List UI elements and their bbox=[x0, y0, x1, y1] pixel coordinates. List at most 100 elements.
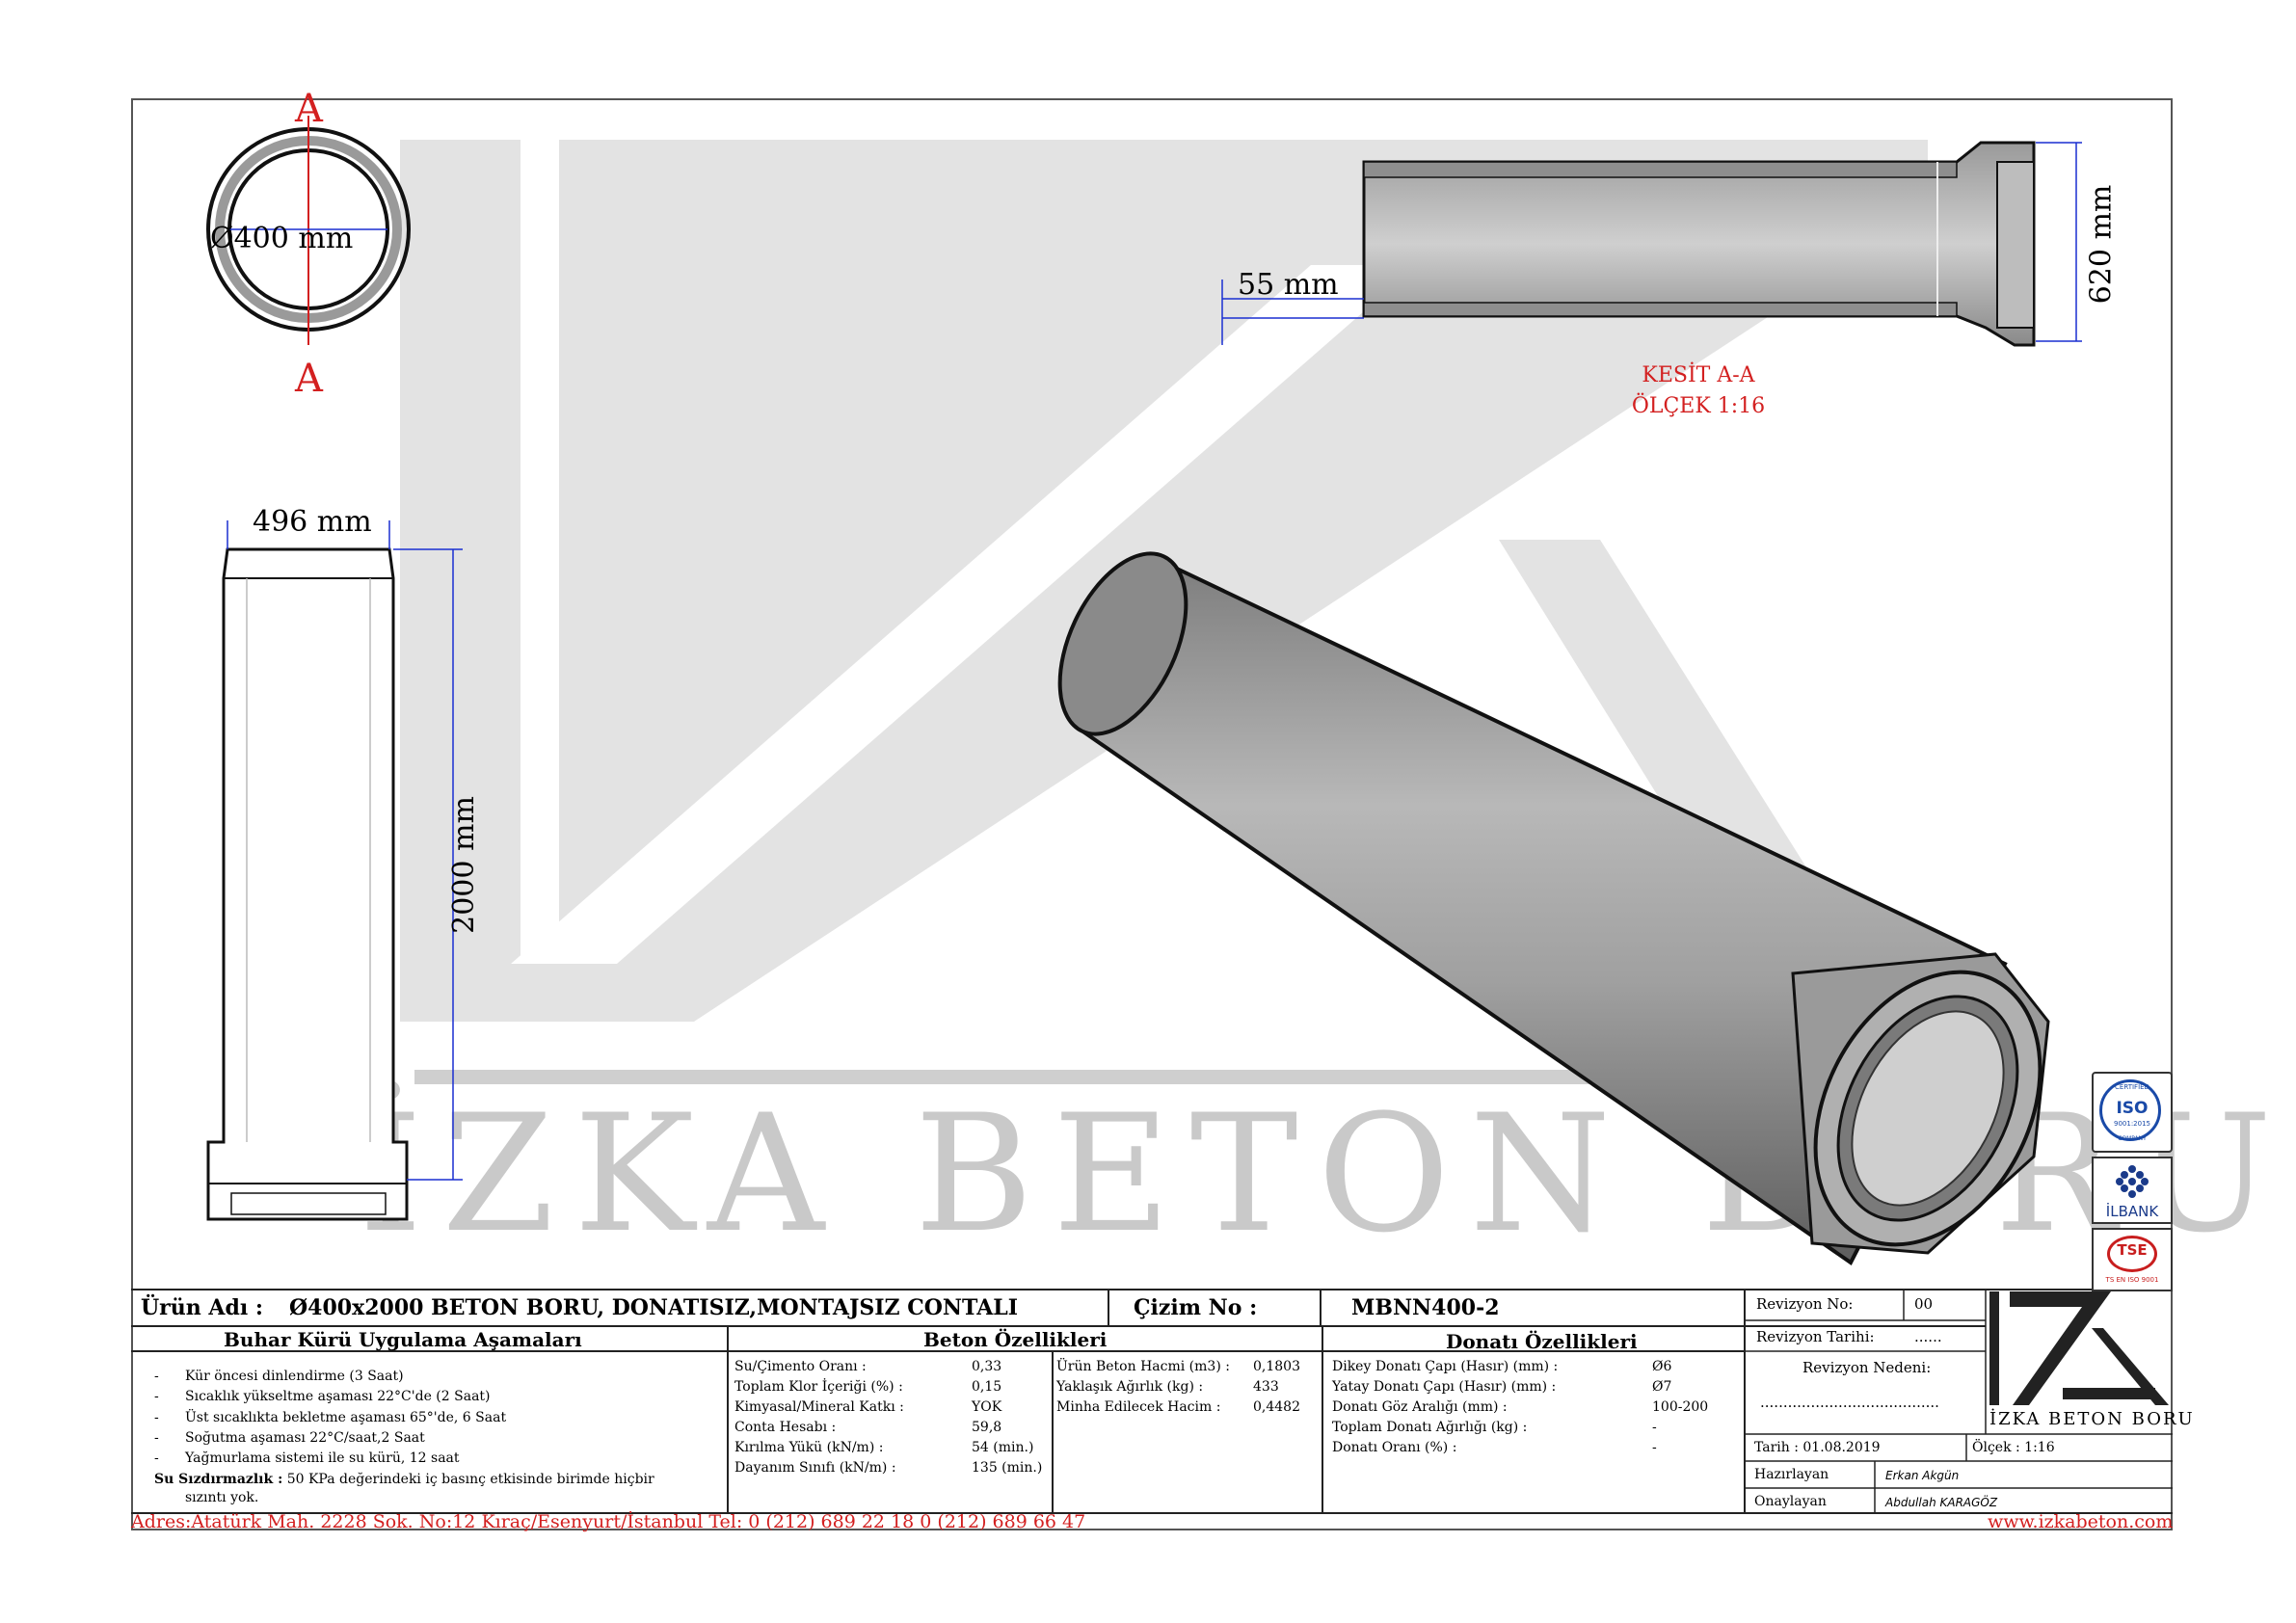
drawing-no: MBNN400-2 bbox=[1351, 1295, 1500, 1320]
list-item: -Kür öncesi dinlendirme (3 Saat) bbox=[154, 1369, 404, 1384]
prop-value: 433 bbox=[1253, 1379, 1279, 1395]
elevation-view bbox=[206, 520, 463, 1221]
bullet: - bbox=[154, 1410, 159, 1425]
scale: Ölçek : 1:16 bbox=[1972, 1440, 2055, 1455]
revision-no: 00 bbox=[1914, 1295, 1934, 1313]
prop-label: Dayanım Sınıfı (kN/m) : bbox=[734, 1460, 896, 1476]
list-item: - Yağmurlama sistemi ile su kürü, 12 saat bbox=[154, 1450, 460, 1466]
prop-label: Kimyasal/Mineral Katkı : bbox=[734, 1399, 904, 1415]
prop-value: 0,1803 bbox=[1253, 1359, 1300, 1374]
section-view bbox=[1221, 141, 2082, 347]
end-view-circle bbox=[206, 116, 411, 345]
ilbank-logo: İLBANK bbox=[2092, 1157, 2173, 1224]
prop-value: YOK bbox=[972, 1399, 1002, 1415]
list-item: Kırılma Yükü (kN/m) :54 (min.) bbox=[734, 1440, 1033, 1455]
height-dimension: 620 mm bbox=[2084, 184, 2119, 305]
logo-company-name: İZKA BETON BORU bbox=[1989, 1409, 2195, 1429]
leak-test: Su Sızdırmazlık : 50 KPa değerindeki iç … bbox=[154, 1472, 654, 1487]
revision-reason-label: Revizyon Nedeni: bbox=[1802, 1359, 1932, 1376]
section-mark-top: A bbox=[295, 87, 323, 131]
tse-text: TSE bbox=[2117, 1241, 2148, 1259]
prop-label: Donatı Oranı (%) : bbox=[1332, 1440, 1457, 1455]
revision-date: ...... bbox=[1914, 1328, 1942, 1345]
section-scale-text: ÖLÇEK 1:16 bbox=[1631, 394, 1766, 418]
prop-label: Yatay Donatı Çapı (Hasır) (mm) : bbox=[1332, 1379, 1557, 1395]
ilbank-icon bbox=[2115, 1164, 2149, 1199]
tse-logo: TSE TS EN ISO 9001 bbox=[2092, 1228, 2173, 1291]
leak-text-cont: sızıntı yok. bbox=[185, 1490, 259, 1505]
revision-no-label: Revizyon No: bbox=[1756, 1295, 1854, 1313]
title-block-grid bbox=[131, 1289, 2173, 1514]
steam-cure-header: Buhar Kürü Uygulama Aşamaları bbox=[224, 1328, 582, 1351]
list-item: Dayanım Sınıfı (kN/m) : 135 (min.) bbox=[734, 1460, 1042, 1476]
section-title-text: KESİT A-A bbox=[1642, 363, 1755, 387]
prop-label: Kırılma Yükü (kN/m) : bbox=[734, 1440, 884, 1455]
prop-value: 0,33 bbox=[972, 1359, 1002, 1374]
bullet: - bbox=[154, 1450, 159, 1466]
prop-value: 0,4482 bbox=[1253, 1399, 1300, 1415]
prop-label: Ürün Beton Hacmi (m3) : bbox=[1056, 1359, 1230, 1374]
prop-label: Conta Hesabı : bbox=[734, 1420, 837, 1435]
prop-value: - bbox=[1652, 1440, 1657, 1455]
stage-text: Yağmurlama sistemi ile su kürü, 12 saat bbox=[185, 1450, 460, 1466]
footer-address: Adres:Atatürk Mah. 2228 Sok. No:12 Kıraç… bbox=[131, 1511, 1086, 1532]
prop-value: 135 (min.) bbox=[972, 1460, 1043, 1476]
prepared-label: Hazırlayan bbox=[1754, 1467, 1829, 1482]
iso-ring bbox=[2099, 1079, 2161, 1141]
prop-value: 59,8 bbox=[972, 1420, 1002, 1435]
list-item: Ürün Beton Hacmi (m3) : 0,1803 bbox=[1056, 1359, 1300, 1374]
bullet: - bbox=[154, 1430, 159, 1446]
concrete-header: Beton Özellikleri bbox=[923, 1328, 1108, 1351]
list-item: -Üst sıcaklıkta bekletme aşaması 65°'de,… bbox=[154, 1410, 506, 1425]
prop-label: Su/Çimento Oranı : bbox=[734, 1359, 867, 1374]
leak-text: 50 KPa değerindeki iç basınç etkisinde b… bbox=[286, 1472, 654, 1487]
tse-sub-text: TS EN ISO 9001 bbox=[2105, 1276, 2159, 1284]
list-item: Minha Edilecek Hacim : 0,4482 bbox=[1056, 1399, 1300, 1415]
approved-by: Abdullah KARAGÖZ bbox=[1885, 1496, 1998, 1509]
stage-text: Soğutma aşaması 22°C/saat,2 Saat bbox=[185, 1430, 425, 1446]
iso-bottom-text: COMPANY bbox=[2118, 1135, 2147, 1142]
iso-top-text: CERTIFIED bbox=[2115, 1083, 2149, 1091]
length-dimension: 2000 mm bbox=[446, 796, 481, 934]
footer-website[interactable]: www.izkabeton.com bbox=[1988, 1511, 2174, 1532]
section-mark-bottom: A bbox=[295, 357, 323, 401]
iso-cert-logo: CERTIFIED ISO 9001:2015 COMPANY bbox=[2092, 1072, 2173, 1153]
prop-label: Donatı Göz Aralığı (mm) : bbox=[1332, 1399, 1508, 1415]
approved-label: Onaylayan bbox=[1754, 1494, 1827, 1509]
prop-value: 0,15 bbox=[972, 1379, 1002, 1395]
prop-label: Dikey Donatı Çapı (Hasır) (mm) : bbox=[1332, 1359, 1559, 1374]
drawing-no-label: Çizim No : bbox=[1134, 1295, 1258, 1320]
prop-label: Toplam Klor İçeriği (%) : bbox=[734, 1379, 903, 1395]
drawing-frame bbox=[131, 98, 2173, 1530]
ilbank-text: İLBANK bbox=[2105, 1203, 2159, 1220]
prop-label: Yaklaşık Ağırlık (kg) : bbox=[1056, 1379, 1204, 1395]
list-item: Kimyasal/Mineral Katkı : YOK bbox=[734, 1399, 1001, 1415]
prop-value: - bbox=[1652, 1420, 1657, 1435]
izka-logo-mark bbox=[1989, 1291, 2169, 1405]
diameter-dimension: Ø400 mm bbox=[210, 222, 354, 255]
section-title: KESİT A-A ÖLÇEK 1:16 bbox=[1573, 360, 1824, 422]
prepared-by: Erkan Akgün bbox=[1885, 1469, 1960, 1482]
product-label: Ürün Adı : bbox=[141, 1295, 264, 1320]
list-item: Toplam Donatı Ağırlığı (kg) : - bbox=[1332, 1420, 1657, 1435]
list-item: -Sıcaklık yükseltme aşaması 22°C'de (2 S… bbox=[154, 1389, 491, 1404]
list-item: Donatı Göz Aralığı (mm) : 100-200 bbox=[1332, 1399, 1708, 1415]
date: Tarih : 01.08.2019 bbox=[1754, 1440, 1881, 1455]
list-item: Yaklaşık Ağırlık (kg) : 433 bbox=[1056, 1379, 1279, 1395]
list-item: Donatı Oranı (%) : - bbox=[1332, 1440, 1657, 1455]
prop-value: Ø7 bbox=[1652, 1379, 1672, 1395]
isometric-pipe bbox=[1057, 551, 2050, 1265]
product-name: Ø400x2000 BETON BORU, DONATISIZ,MONTAJSI… bbox=[289, 1295, 1019, 1320]
tse-ring bbox=[2107, 1236, 2157, 1272]
wall-dimension: 55 mm bbox=[1238, 268, 1339, 302]
prop-value: 100-200 bbox=[1652, 1399, 1709, 1415]
list-item: - Soğutma aşaması 22°C/saat,2 Saat bbox=[154, 1430, 425, 1446]
revision-date-label: Revizyon Tarihi: bbox=[1756, 1328, 1875, 1345]
width-dimension: 496 mm bbox=[253, 505, 372, 539]
rebar-header: Donatı Özellikleri bbox=[1446, 1330, 1638, 1353]
prop-label: Minha Edilecek Hacim : bbox=[1056, 1399, 1221, 1415]
revision-reason: ....................................... bbox=[1760, 1394, 1939, 1411]
prop-label: Toplam Donatı Ağırlığı (kg) : bbox=[1332, 1420, 1528, 1435]
bullet: - bbox=[154, 1389, 159, 1404]
list-item: Yatay Donatı Çapı (Hasır) (mm) : Ø7 bbox=[1332, 1379, 1671, 1395]
